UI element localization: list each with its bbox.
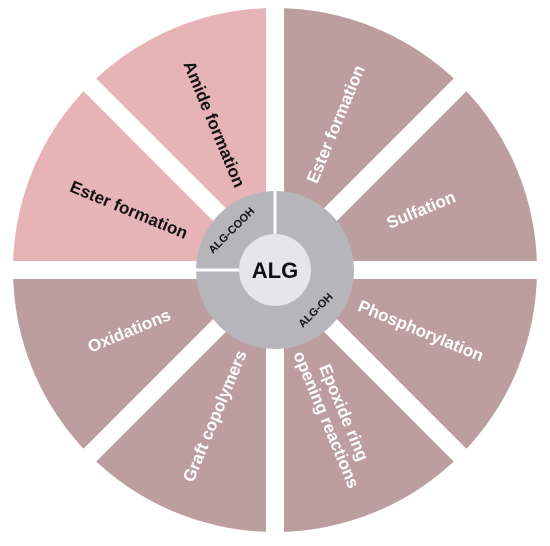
segment-amide-formation-7 — [89, 8, 275, 270]
hub: ALG ALG-COOH ALG-OH — [194, 189, 354, 349]
segment-oxidations-5 — [13, 270, 275, 456]
segment-epoxide-ring-opening-reactions-3 — [275, 270, 461, 532]
center-label: ALG — [252, 258, 298, 283]
segment-ester-formation-0 — [275, 8, 461, 270]
segment-ester-formation-6 — [13, 84, 275, 270]
center-disc — [239, 234, 311, 306]
segment-graft-copolymers-4 — [89, 270, 275, 532]
segment-sulfation-1 — [275, 84, 537, 270]
segment-phosphorylation-2 — [275, 270, 537, 456]
segments-layer — [13, 8, 537, 532]
